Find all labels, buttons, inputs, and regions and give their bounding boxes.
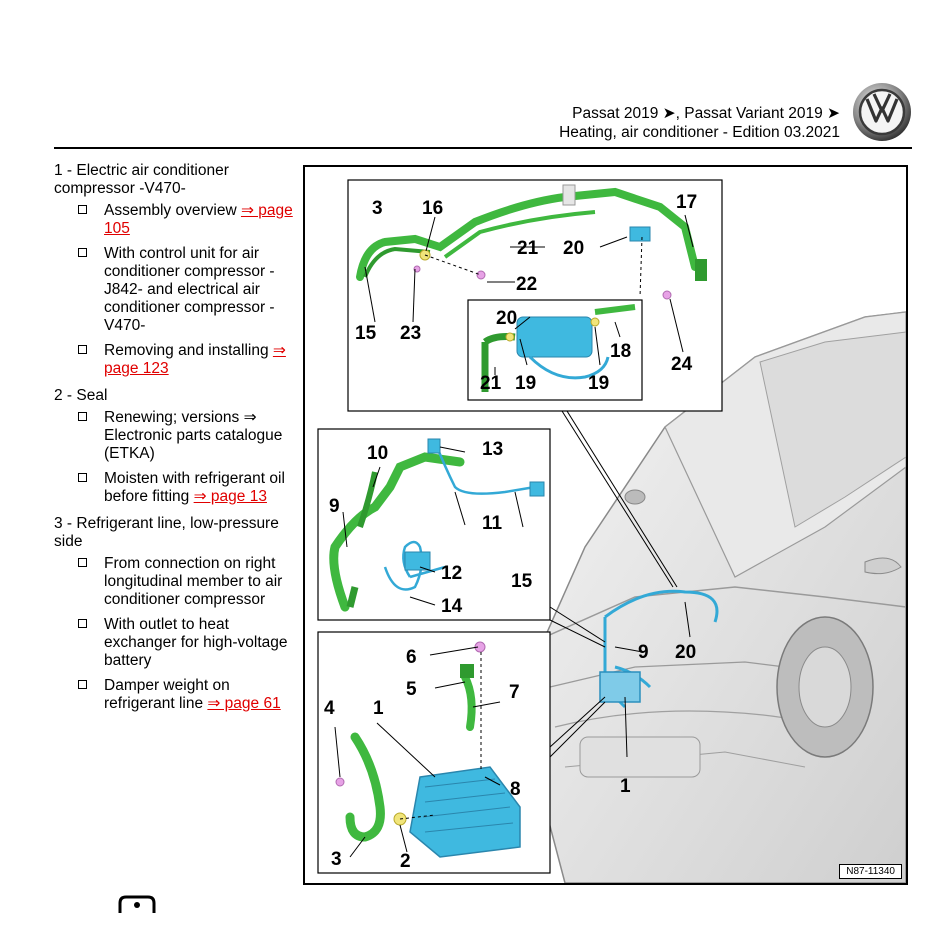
callout-10: 10: [367, 443, 388, 464]
pointer-line: [614, 646, 644, 653]
checkbox-bullet-icon: [78, 619, 87, 628]
checkbox-bullet-icon: [78, 412, 87, 421]
checkbox-bullet-icon: [78, 205, 87, 214]
legend-bullet: Removing and installing ⇒ page 123: [54, 342, 294, 378]
legend-bullet-list: From connection on right longitudinal me…: [54, 555, 294, 713]
legend-bullet: Assembly overview ⇒ page 105: [54, 202, 294, 238]
legend-item-2: 2 - Seal Renewing; versions ⇒ Electronic…: [54, 387, 294, 506]
callout-9: 9: [638, 642, 649, 663]
legend-bullet: With control unit for air conditioner co…: [54, 245, 294, 335]
legend-item-1: 1 - Electric air conditioner compressor …: [54, 162, 294, 378]
callout-15: 15: [511, 571, 533, 592]
callout-17: 17: [676, 192, 697, 213]
callout-22: 22: [516, 274, 537, 295]
header-model-line: Passat 2019 ➤, Passat Variant 2019 ➤: [572, 105, 840, 122]
pointer-line: [561, 410, 674, 588]
legend-item-title: 1 - Electric air conditioner compressor …: [54, 162, 229, 197]
figure-drawing: 3 16 17 21 20 22 15 23 24 20 18 21 19 19…: [317, 179, 906, 883]
callout-3: 3: [372, 198, 383, 219]
pointer-line: [684, 601, 691, 638]
pointer-line: [549, 619, 606, 648]
legend-bullet-list: Renewing; versions ⇒ Electronic parts ca…: [54, 409, 294, 506]
callout-15: 15: [355, 323, 377, 344]
callout-19: 19: [515, 373, 536, 394]
checkbox-bullet-icon: [78, 345, 87, 354]
pointer-line: [549, 606, 606, 643]
header-rule: [54, 147, 912, 149]
inset-middle: [317, 428, 551, 621]
checkbox-bullet-icon: [78, 680, 87, 689]
legend-item-title: 3 - Refrigerant line, low-pressure side: [54, 515, 279, 550]
callout-3: 3: [331, 849, 342, 870]
checkbox-bullet-icon: [78, 248, 87, 257]
car-compressor: [599, 671, 641, 703]
legend-bullet-list: Assembly overview ⇒ page 105 With contro…: [54, 202, 294, 378]
legend-bullet: With outlet to heat exchanger for high-v…: [54, 616, 294, 670]
page-link[interactable]: ⇒ page 123: [104, 342, 286, 377]
callout-20: 20: [675, 642, 696, 663]
page-link[interactable]: ⇒ page 105: [104, 202, 293, 237]
legend-bullet: Moisten with refrigerant oil before fitt…: [54, 470, 294, 506]
callout-23: 23: [400, 323, 421, 344]
callout-12: 12: [441, 563, 462, 584]
callout-19: 19: [588, 373, 609, 394]
pointer-line: [566, 410, 678, 588]
callout-7: 7: [509, 682, 520, 703]
inset-top: [347, 179, 723, 412]
callout-20: 20: [563, 238, 584, 259]
legend-bullet: Damper weight on refrigerant line ⇒ page…: [54, 677, 294, 713]
legend-bullet: From connection on right longitudinal me…: [54, 555, 294, 609]
page-link[interactable]: ⇒ page 13: [193, 488, 267, 505]
callout-21: 21: [480, 373, 502, 394]
figure-reference: N87-11340: [839, 864, 902, 879]
callout-11: 11: [482, 513, 503, 534]
page-link[interactable]: ⇒ page 61: [207, 695, 281, 712]
callout-21: 21: [517, 238, 539, 259]
page-header: Passat 2019 ➤, Passat Variant 2019 ➤ Hea…: [300, 104, 840, 142]
note-icon: [118, 895, 156, 913]
legend-item-title: 2 - Seal: [54, 387, 108, 404]
exploded-view-figure: 3 16 17 21 20 22 15 23 24 20 18 21 19 19…: [303, 165, 908, 885]
callout-20: 20: [496, 308, 517, 329]
callout-13: 13: [482, 439, 503, 460]
callout-18: 18: [610, 341, 631, 362]
inset-bottom: [317, 631, 551, 874]
callout-6: 6: [406, 647, 417, 668]
legend-item-3: 3 - Refrigerant line, low-pressure side …: [54, 515, 294, 713]
parts-legend: 1 - Electric air conditioner compressor …: [54, 162, 294, 722]
pointer-line: [624, 696, 628, 758]
legend-bullet: Renewing; versions ⇒ Electronic parts ca…: [54, 409, 294, 463]
callout-2: 2: [400, 851, 411, 872]
callout-1: 1: [620, 776, 631, 797]
pointer-line: [549, 696, 606, 748]
header-section-line: Heating, air conditioner - Edition 03.20…: [559, 124, 840, 141]
callout-9: 9: [329, 496, 340, 517]
checkbox-bullet-icon: [78, 473, 87, 482]
checkbox-bullet-icon: [78, 558, 87, 567]
callout-4: 4: [324, 698, 335, 719]
callout-1: 1: [373, 698, 384, 719]
callout-24: 24: [671, 354, 693, 375]
callout-labels: 3 16 17 21 20 22 15 23 24 20 18 21 19 19…: [324, 192, 697, 872]
callout-16: 16: [422, 198, 443, 219]
pointer-line: [549, 701, 606, 758]
callout-8: 8: [510, 779, 521, 800]
callout-5: 5: [406, 679, 417, 700]
callout-14: 14: [441, 596, 463, 617]
vw-logo-icon: [853, 83, 911, 141]
car-silhouette: [544, 311, 906, 883]
